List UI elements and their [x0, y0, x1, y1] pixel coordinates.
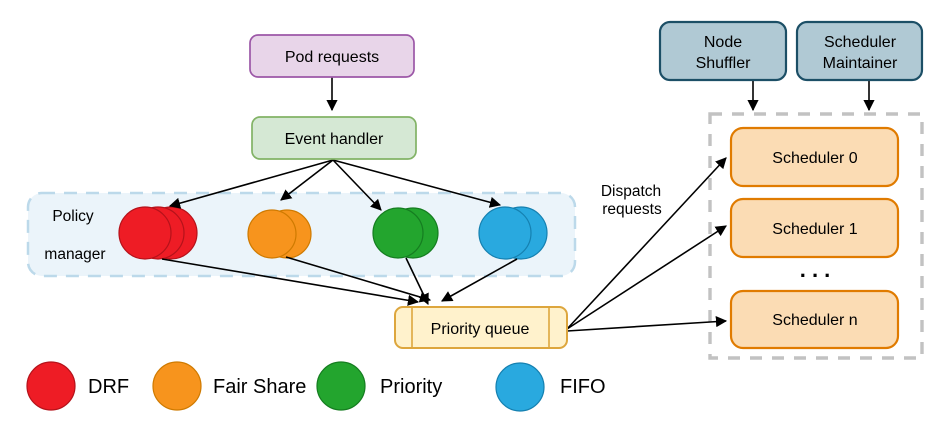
scheduler-maintainer-label-line2: Maintainer	[823, 55, 898, 72]
policy-manager-label-line1: Policy	[52, 208, 94, 225]
scheduler-maintainer-label-line1: Scheduler	[824, 34, 897, 51]
legend-fifo-label: FIFO	[560, 376, 606, 398]
pod-requests-label: Pod requests	[285, 49, 379, 66]
scheduler-1-box	[729, 197, 900, 259]
arrow-queue-to-scheduler-1	[566, 225, 727, 330]
scheduler-0-box	[729, 126, 900, 188]
fifo-circles	[478, 206, 548, 260]
arrow-event-to-fair-share	[280, 159, 334, 201]
scheduler-n-box	[729, 289, 900, 350]
arrow-event-to-drf	[168, 159, 334, 209]
priority-queue-label: Priority queue	[431, 321, 530, 338]
legend: DRF Fair Share Priority FIFO	[26, 361, 606, 412]
priority-queue-node: Priority queue	[394, 306, 568, 349]
priority-circle-front	[372, 207, 424, 259]
node-shuffler-label-line1: Node	[704, 34, 742, 51]
legend-fair-share-swatch	[152, 361, 202, 411]
arrow-fifo-to-queue	[441, 258, 518, 302]
fifo-circle-front	[478, 206, 532, 260]
drf-circles	[118, 206, 198, 260]
arrow-event-to-fifo	[332, 159, 502, 208]
policy-manager-label-line2: manager	[44, 246, 105, 263]
legend-drf-swatch	[26, 361, 76, 411]
dispatch-requests-label-line2: requests	[602, 201, 662, 218]
fair-share-circles	[247, 209, 312, 259]
dispatch-requests-label-line1: Dispatch	[601, 183, 661, 200]
scheduler-1-label: Scheduler 1	[772, 221, 857, 238]
legend-priority-label: Priority	[380, 376, 442, 398]
legend-drf-label: DRF	[88, 376, 129, 398]
event-handler-label: Event handler	[285, 131, 384, 148]
event-handler-box	[251, 116, 417, 160]
arrow-fair-share-to-queue	[285, 256, 432, 303]
fair-share-circle-front	[247, 209, 297, 259]
legend-fair-share-label: Fair Share	[213, 376, 306, 398]
priority-circles	[372, 207, 439, 259]
scheduler-pool-box	[708, 112, 924, 360]
scheduler-maintainer-box	[795, 20, 924, 82]
scheduler-ellipsis: . . .	[800, 257, 831, 282]
legend-priority-swatch	[316, 361, 366, 411]
arrow-drf-to-queue	[161, 258, 420, 306]
arrow-priority-to-queue	[405, 257, 429, 306]
scheduler-0-label: Scheduler 0	[772, 150, 857, 167]
drf-circle-front	[118, 206, 172, 260]
arrow-event-to-priority	[332, 159, 382, 211]
arrow-queue-to-scheduler-0	[566, 157, 727, 330]
node-shuffler-label-line2: Shuffler	[696, 55, 752, 72]
scheduler-n-label: Scheduler n	[772, 312, 857, 329]
node-shuffler-box	[658, 20, 788, 82]
legend-fifo-swatch	[495, 362, 545, 412]
priority-queue-box	[394, 306, 568, 349]
arrow-queue-to-scheduler-n	[566, 316, 728, 332]
pod-requests-box	[249, 34, 415, 78]
